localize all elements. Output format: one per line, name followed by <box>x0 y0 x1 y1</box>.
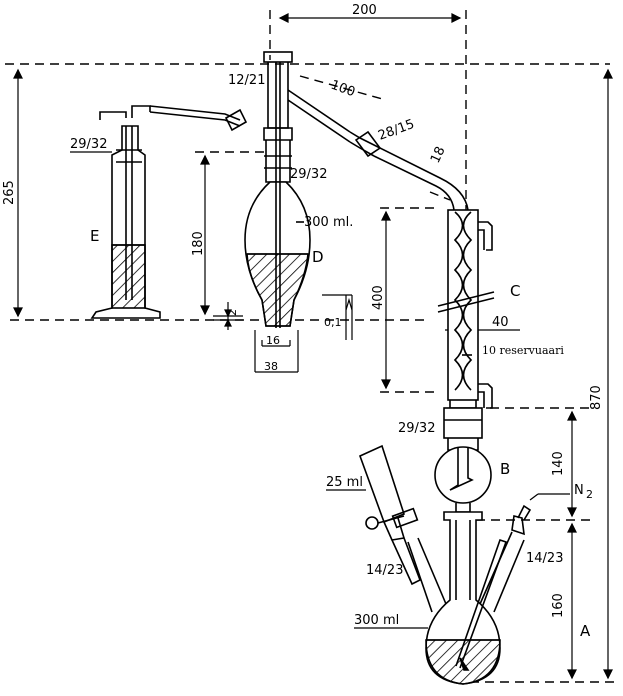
dimension-labels: 200 100 18 265 870 180 400 140 160 40 2 … <box>2 3 604 618</box>
volume-300-D: 300 ml. <box>304 215 353 230</box>
label-N2: N <box>574 483 584 498</box>
dim-40: 40 <box>492 315 509 330</box>
dim-2: 2 <box>226 309 239 316</box>
dimension-arrows <box>13 13 613 680</box>
funnel-D <box>244 51 351 328</box>
joint-labels: 12/21 28/15 29/32 29/32 29/32 14/23 14/2… <box>70 73 563 578</box>
flask-A <box>407 504 532 685</box>
dim-400: 400 <box>371 285 386 310</box>
joint-14-23-left: 14/23 <box>366 563 403 578</box>
wash-bottle-E <box>90 105 248 319</box>
dim-0-1: 0,1 <box>324 316 342 329</box>
dim-18: 18 <box>428 144 449 165</box>
label-E: E <box>90 227 99 245</box>
volume-300-A: 300 ml <box>354 613 399 628</box>
volume-labels: 300 ml. 300 ml 25 ml 10 reservuaari <box>304 215 564 628</box>
condenser-C <box>437 209 495 451</box>
dim-265: 265 <box>2 180 17 205</box>
bulb-B <box>434 446 492 513</box>
dim-160: 160 <box>551 593 566 618</box>
label-B: B <box>500 460 510 478</box>
joint-28-15: 28/15 <box>376 117 416 144</box>
addition-funnel-25ml <box>358 444 422 586</box>
reservoirs-note: 10 reservuaari <box>482 344 564 357</box>
joint-12-21: 12/21 <box>228 73 265 88</box>
joint-29-32-E: 29/32 <box>70 137 107 152</box>
dim-180: 180 <box>191 231 206 256</box>
leader-lines <box>70 151 570 629</box>
dim-38: 38 <box>264 360 278 373</box>
joint-29-32-C: 29/32 <box>398 421 435 436</box>
label-N2-sub: 2 <box>586 488 593 501</box>
volume-25: 25 ml <box>326 475 363 490</box>
dim-16: 16 <box>266 334 280 347</box>
dim-140: 140 <box>551 451 566 476</box>
dim-870: 870 <box>589 385 604 410</box>
side-arm-tube <box>349 130 469 211</box>
label-A: A <box>580 622 591 640</box>
letter-labels: A B C D E N 2 <box>90 227 593 640</box>
label-C: C <box>510 282 520 300</box>
label-D: D <box>312 248 324 266</box>
joint-29-32-D: 29/32 <box>290 167 327 182</box>
dim-100: 100 <box>329 78 357 101</box>
joint-14-23-right: 14/23 <box>526 551 563 566</box>
dim-200: 200 <box>352 3 377 18</box>
